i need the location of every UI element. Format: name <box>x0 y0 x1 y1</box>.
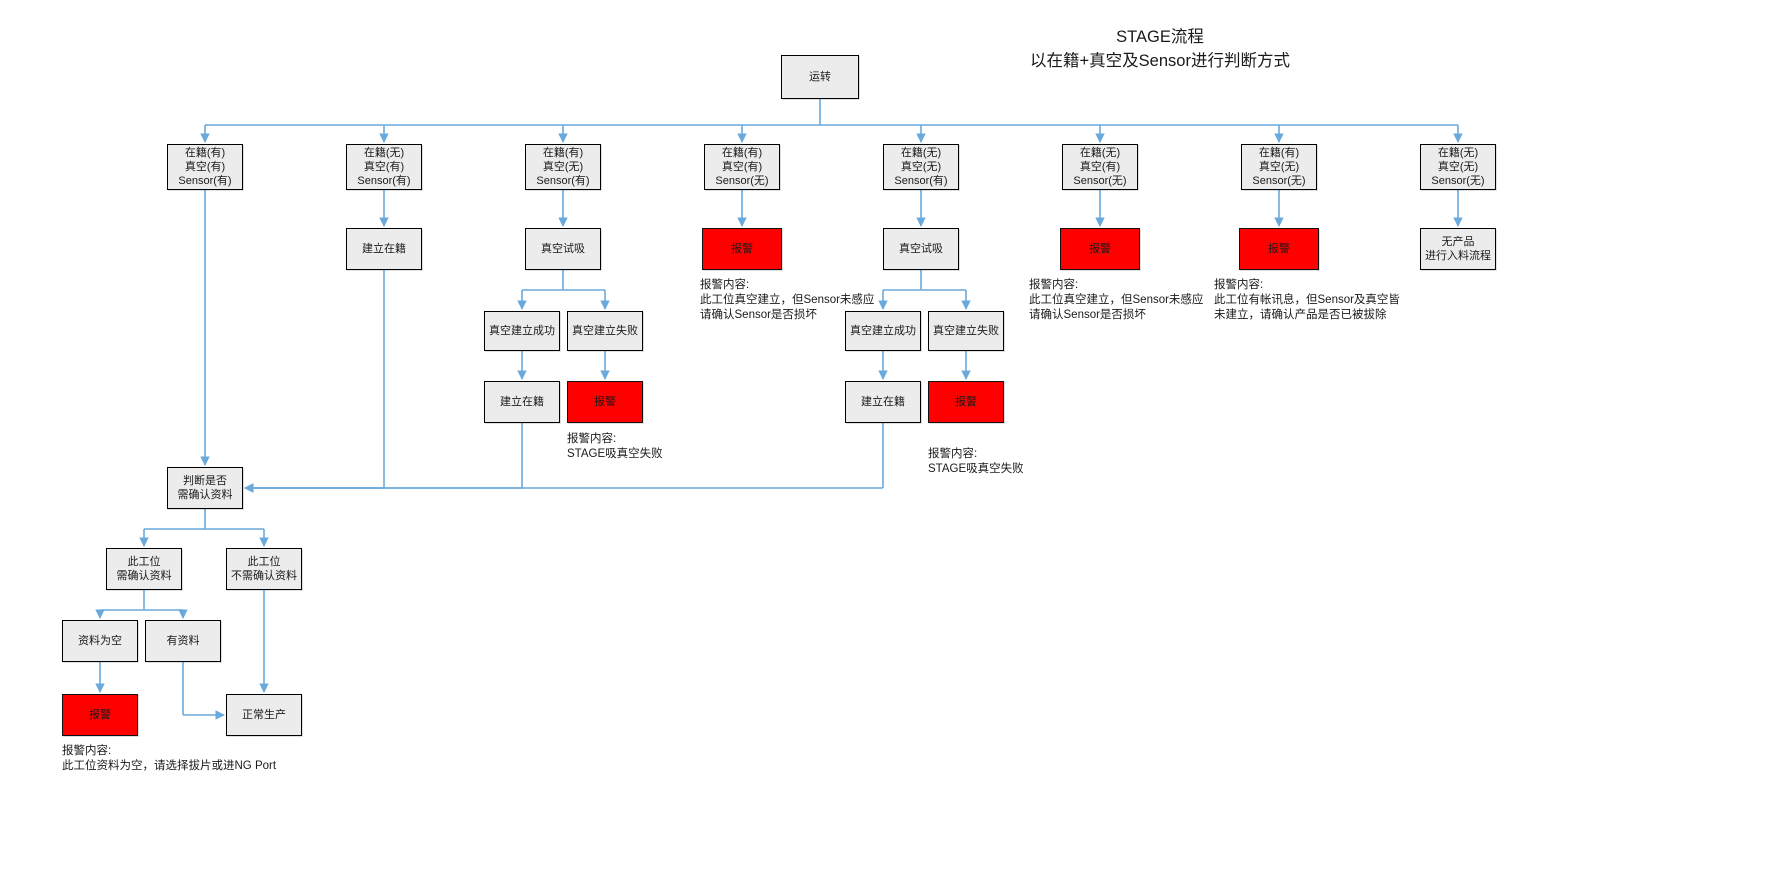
flow-node-n2a[interactable]: 建立在籍 <box>346 228 422 270</box>
alarm-note-note6: 报警内容: 此工位真空建立，但Sensor未感应 请确认Sensor是否损坏 <box>1029 279 1204 321</box>
page-title: STAGE流程 以在籍+真空及Sensor进行判断方式 <box>1030 28 1290 70</box>
alarm-note-note4: 报警内容: 此工位真空建立，但Sensor未感应 请确认Sensor是否损坏 <box>700 279 875 321</box>
flow-node-n8a[interactable]: 无产品 进行入料流程 <box>1420 228 1496 270</box>
flow-node-n4a[interactable]: 报警 <box>702 228 782 270</box>
alarm-note-note3: 报警内容: STAGE吸真空失败 <box>567 433 663 460</box>
flow-node-e1[interactable]: 资料为空 <box>62 620 138 662</box>
flow-node-root[interactable]: 运转 <box>781 55 859 99</box>
flow-node-c7[interactable]: 在籍(有) 真空(无) Sensor(无) <box>1241 144 1317 190</box>
flow-node-c3[interactable]: 在籍(有) 真空(无) Sensor(有) <box>525 144 601 190</box>
flow-node-c2[interactable]: 在籍(无) 真空(有) Sensor(有) <box>346 144 422 190</box>
flow-node-e2[interactable]: 有资料 <box>145 620 221 662</box>
flow-node-n3b1[interactable]: 真空建立成功 <box>484 311 560 351</box>
alarm-note-note7: 报警内容: 此工位有帐讯息，但Sensor及真空皆 未建立，请确认产品是否已被拔… <box>1214 279 1400 321</box>
flow-node-c1[interactable]: 在籍(有) 真空(有) Sensor(有) <box>167 144 243 190</box>
flow-node-c4[interactable]: 在籍(有) 真空(有) Sensor(无) <box>704 144 780 190</box>
flow-node-d1[interactable]: 此工位 需确认资料 <box>106 548 182 590</box>
alarm-note-notef: 报警内容: 此工位资料为空，请选择拔片或进NG Port <box>62 745 277 772</box>
flow-node-n5b1[interactable]: 真空建立成功 <box>845 311 921 351</box>
alarm-note-note5: 报警内容: STAGE吸真空失败 <box>928 448 1024 475</box>
flow-node-n6a[interactable]: 报警 <box>1060 228 1140 270</box>
flow-node-f2[interactable]: 正常生产 <box>226 694 302 736</box>
flow-node-d2[interactable]: 此工位 不需确认资料 <box>226 548 302 590</box>
flow-node-n5b2[interactable]: 真空建立失败 <box>928 311 1004 351</box>
flow-node-n3b2[interactable]: 真空建立失败 <box>567 311 643 351</box>
flow-node-c6[interactable]: 在籍(无) 真空(有) Sensor(无) <box>1062 144 1138 190</box>
flow-node-n3c1[interactable]: 建立在籍 <box>484 381 560 423</box>
flow-node-n5c1[interactable]: 建立在籍 <box>845 381 921 423</box>
flow-node-n5a[interactable]: 真空试吸 <box>883 228 959 270</box>
flow-node-dec[interactable]: 判断是否 需确认资料 <box>167 467 243 509</box>
flow-node-n5c2[interactable]: 报警 <box>928 381 1004 423</box>
flow-node-n7a[interactable]: 报警 <box>1239 228 1319 270</box>
flow-node-c5[interactable]: 在籍(无) 真空(无) Sensor(有) <box>883 144 959 190</box>
flow-node-f1[interactable]: 报警 <box>62 694 138 736</box>
flow-node-n3c2[interactable]: 报警 <box>567 381 643 423</box>
flow-node-c8[interactable]: 在籍(无) 真空(无) Sensor(无) <box>1420 144 1496 190</box>
flow-node-n3a[interactable]: 真空试吸 <box>525 228 601 270</box>
